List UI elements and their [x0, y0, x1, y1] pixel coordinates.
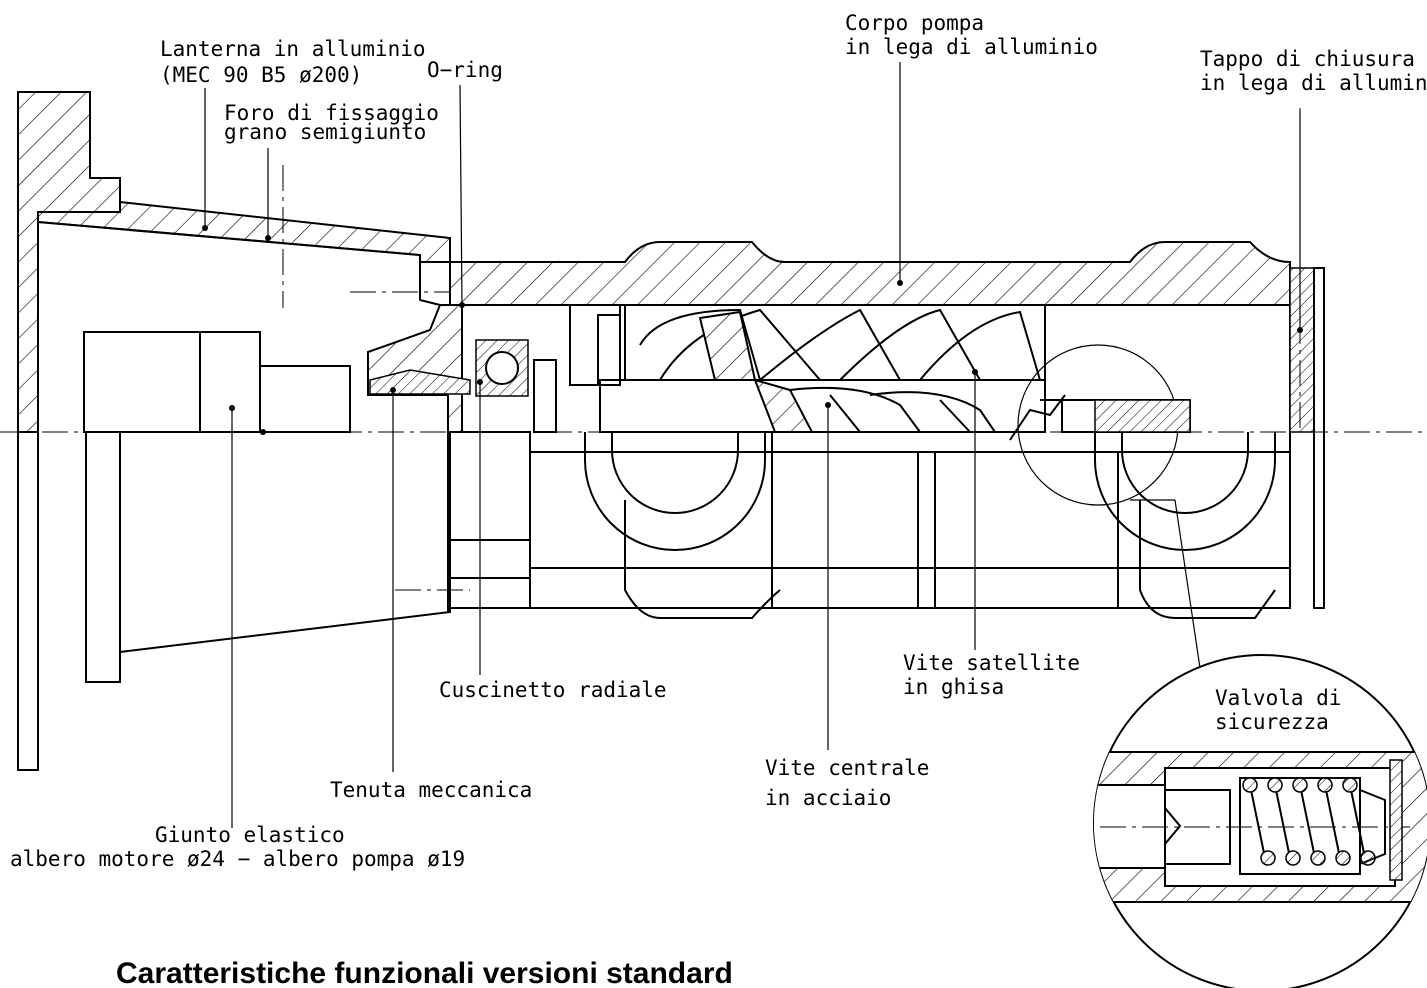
- valve-detail-circle: [1093, 499, 1427, 988]
- central-screw: [599, 378, 1046, 433]
- label-vite-satellite-1: Vite satellite: [903, 651, 1080, 675]
- label-foro-2: grano semigiunto: [224, 120, 426, 144]
- label-oring: O−ring: [427, 58, 503, 82]
- footer-title: Caratteristiche funzionali versioni stan…: [116, 957, 733, 988]
- label-tenuta: Tenuta meccanica: [330, 778, 532, 802]
- leader-lines: [202, 62, 1303, 828]
- label-tappo-1: Tappo di chiusura: [1200, 47, 1415, 71]
- safety-valve-inline: [1009, 344, 1191, 506]
- label-corpo-1: Corpo pompa: [845, 11, 984, 35]
- label-cuscinetto: Cuscinetto radiale: [439, 678, 667, 702]
- lantern-flange: [17, 91, 451, 771]
- satellite-screw: [569, 304, 1046, 386]
- label-lanterna-1: Lanterna in alluminio: [160, 37, 426, 61]
- label-foro-1: Foro di fissaggio: [224, 101, 439, 125]
- label-giunto-1: Giunto elastico: [155, 823, 345, 847]
- label-vite-centrale-2: in acciaio: [765, 786, 891, 810]
- elastic-coupling: [83, 165, 525, 433]
- label-lanterna-2: (MEC 90 B5 ø200): [160, 63, 362, 87]
- label-corpo-2: in lega di alluminio: [845, 35, 1098, 59]
- valve-spring: [1242, 777, 1376, 866]
- label-valvola-1: Valvola di: [1215, 686, 1341, 710]
- pump-body: [449, 108, 1325, 619]
- label-valvola-2: sicurezza: [1215, 710, 1329, 734]
- seal-housing: [367, 304, 557, 612]
- label-tappo-2: in lega di alluminio: [1200, 71, 1427, 95]
- label-vite-satellite-2: in ghisa: [903, 675, 1004, 699]
- label-giunto-2: albero motore ø24 − albero pompa ø19: [10, 847, 465, 871]
- label-vite-centrale-1: Vite centrale: [765, 756, 929, 780]
